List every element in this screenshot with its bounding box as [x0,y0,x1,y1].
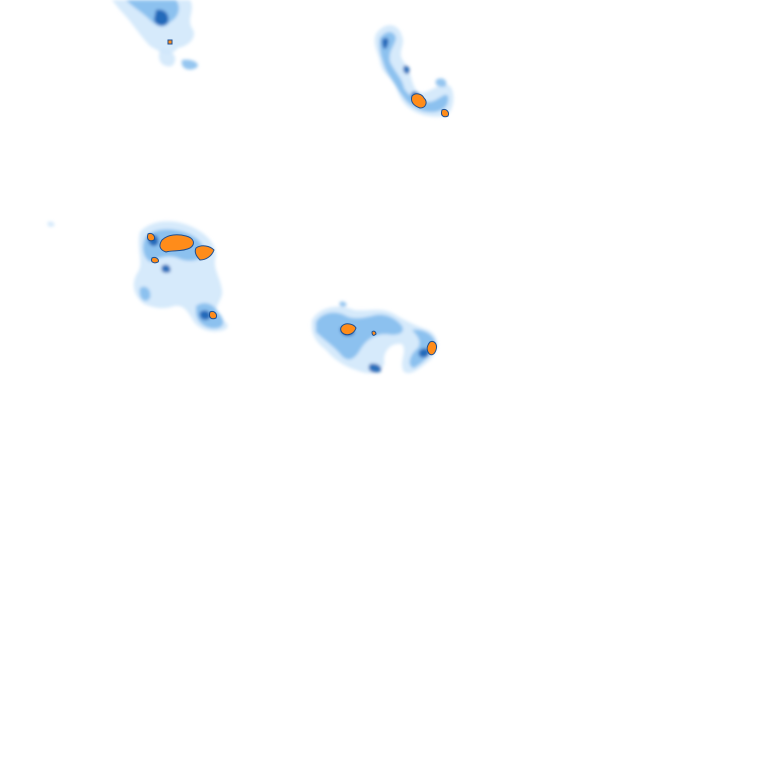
hot-spot-top-left [167,39,173,45]
precip-cell-top-left [112,0,198,70]
hot-spots-top-center [411,93,449,118]
hot-spots-center [340,323,437,356]
hot-spots-left [147,233,217,320]
